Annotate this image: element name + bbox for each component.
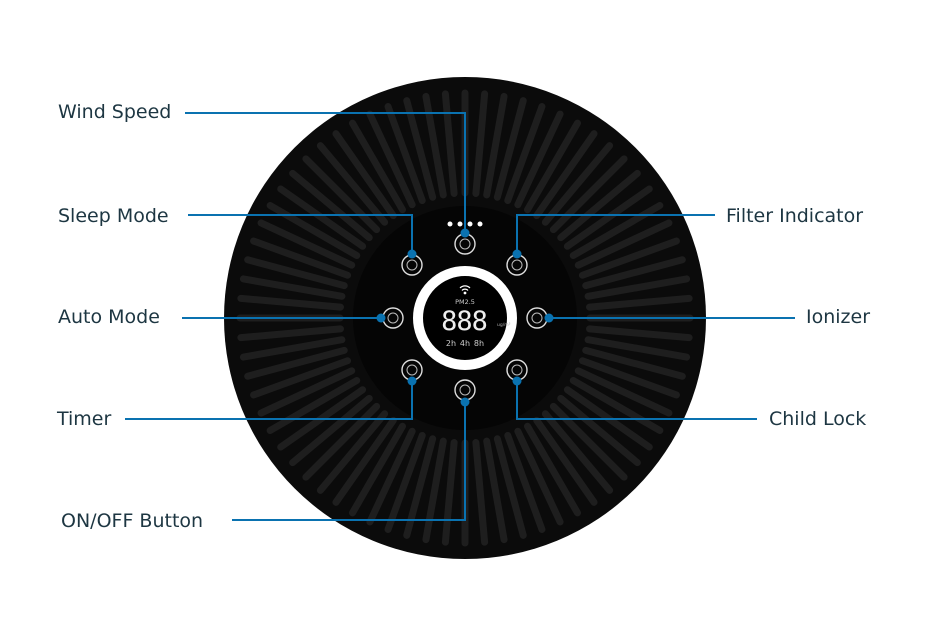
vent-slot (582, 256, 686, 290)
leader-dot (407, 249, 417, 259)
pm-unit: ug/m³ (497, 322, 511, 328)
vent-slot (250, 357, 352, 399)
wifi-icon (459, 285, 471, 295)
label-wind-speed: Wind Speed (58, 101, 172, 123)
timer-8h: 8h (474, 339, 484, 348)
vent-slot (257, 367, 356, 417)
vent-slot (524, 422, 581, 517)
vent-slot (384, 431, 426, 533)
vent-slot (244, 256, 348, 290)
vent-slot (422, 437, 447, 544)
vent-slot (574, 219, 673, 269)
vent-slot (472, 90, 489, 197)
vent-slot (349, 422, 406, 517)
vent-slot (524, 119, 581, 214)
label-filter-indicator: Filter Indicator (726, 205, 864, 227)
vent-slot (574, 367, 673, 417)
vent-slot (266, 377, 361, 434)
vent-slot (366, 427, 416, 526)
vent-slot (316, 142, 389, 226)
leader-line (516, 214, 715, 254)
label-on-off: ON/OFF Button (61, 510, 204, 532)
vent-slot (582, 346, 686, 380)
leader-line (188, 214, 413, 254)
speed-dots (447, 221, 483, 227)
vent-slot (504, 431, 546, 533)
vent-slot (289, 169, 373, 242)
vent-slot (239, 336, 346, 361)
vent-slot (557, 394, 641, 467)
vent-slot (250, 237, 352, 279)
vent-slot (483, 437, 508, 544)
vent-slot (493, 435, 527, 539)
vent-slot (569, 377, 664, 434)
vent-slot (514, 427, 564, 526)
vent-slot (472, 439, 489, 546)
vent-slot (586, 325, 693, 342)
vent-slot (557, 169, 641, 242)
vent-slot (289, 394, 373, 467)
leader-dot (376, 313, 386, 323)
display-ring (413, 266, 517, 370)
vent-slot (584, 336, 691, 361)
vent-slot (239, 275, 346, 300)
vent-slot (533, 130, 598, 220)
vent-slot (541, 410, 614, 494)
vent-slot (563, 185, 653, 250)
leader-line (185, 112, 466, 233)
pm-label: PM2.5 (455, 298, 475, 306)
timer-2h: 2h (446, 339, 456, 348)
vent-slot (578, 357, 680, 399)
leader-line (125, 381, 413, 420)
vent-slot (266, 202, 361, 259)
vent-slot (332, 416, 397, 506)
vent-slot (541, 142, 614, 226)
leader-dot (512, 249, 522, 259)
vent-slot (441, 90, 458, 197)
vent-slot (549, 155, 628, 234)
vent-slot (244, 346, 348, 380)
timer-4h: 4h (460, 339, 470, 348)
leader-dot (460, 397, 470, 407)
vent-slot (384, 103, 426, 205)
vent-slot (533, 416, 598, 506)
vent-slot (332, 130, 397, 220)
pm-digits: 888 (441, 306, 487, 337)
vent-slot (569, 202, 664, 259)
vent-slot (237, 325, 344, 342)
leader-lines (125, 112, 795, 521)
label-ionizer: Ionizer (806, 306, 871, 328)
label-auto-mode: Auto Mode (58, 306, 160, 328)
leader-dot (407, 376, 417, 386)
vent-slot (441, 439, 458, 546)
label-child-lock: Child Lock (769, 408, 867, 430)
label-sleep-mode: Sleep Mode (58, 205, 169, 227)
leader-dot (512, 376, 522, 386)
vent-slot (316, 410, 389, 494)
vent-slot (584, 275, 691, 300)
vent-slot (403, 97, 437, 201)
vent-slot (237, 294, 344, 311)
leader-dot (544, 313, 554, 323)
vent-slot (483, 92, 508, 199)
vent-slot (493, 97, 527, 201)
vent-slot (504, 103, 546, 205)
leader-dot (460, 228, 470, 238)
vent-slot (514, 110, 564, 209)
vent-slot (277, 185, 367, 250)
vent-slot (349, 119, 406, 214)
vent-slot (586, 294, 693, 311)
vent-slot (302, 155, 381, 234)
vent-slot (257, 219, 356, 269)
vent-slot (366, 110, 416, 209)
vent-slot (578, 237, 680, 279)
leader-line (516, 381, 757, 420)
leader-line (232, 402, 466, 521)
label-timer: Timer (57, 408, 112, 430)
